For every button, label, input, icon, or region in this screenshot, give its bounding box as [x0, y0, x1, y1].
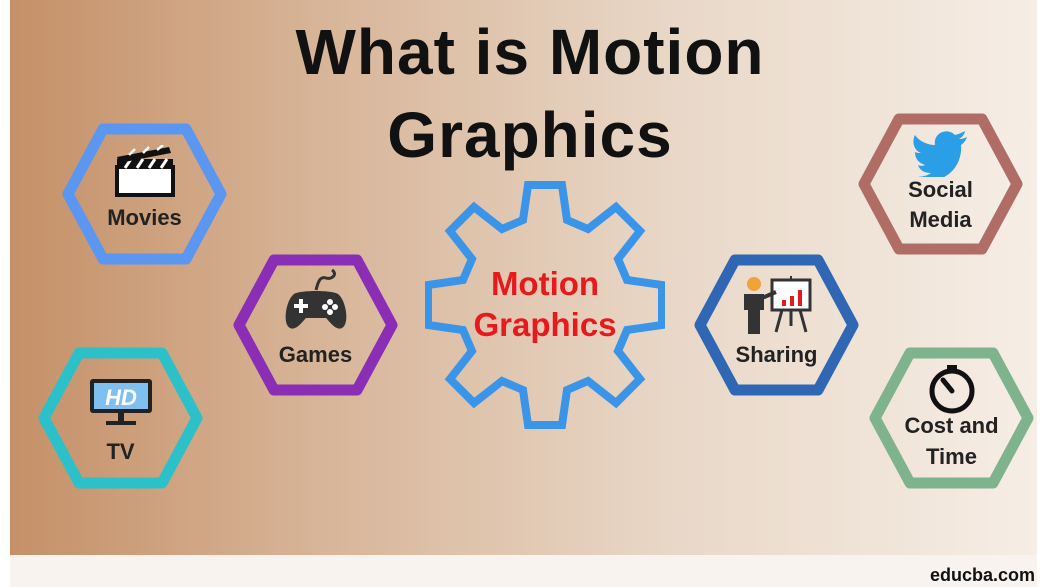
hexagon-outline	[858, 113, 1023, 255]
movies-label: Movies	[107, 205, 182, 230]
center-label-line1: Motion	[490, 265, 600, 302]
center-gear: Motion Graphics	[424, 180, 666, 430]
hexagon-outline	[694, 254, 859, 396]
right-border	[1037, 0, 1045, 587]
social-media-label-line2: Media	[909, 207, 972, 232]
cost-and-time-node: Cost and Time	[869, 347, 1034, 489]
social-media-label-line1: Social	[908, 177, 973, 202]
left-border	[0, 0, 10, 587]
hexagon-outline	[869, 347, 1034, 489]
gear-icon	[424, 181, 666, 429]
hexagon-outline	[62, 123, 227, 265]
twitter-bird-icon	[858, 131, 1023, 182]
center-label-line2: Graphics	[473, 306, 617, 343]
hd-text: HD	[105, 385, 137, 410]
page-title-line1: What is Motion	[295, 16, 765, 88]
page-title-line2: Graphics	[387, 99, 673, 171]
tv-node: HD TV	[38, 347, 203, 489]
sharing-node: Sharing	[694, 254, 859, 396]
games-label: Games	[278, 342, 353, 367]
cost-and-time-label-line1: Cost and	[904, 413, 999, 438]
games-node: Games	[233, 254, 398, 396]
sharing-label: Sharing	[735, 342, 818, 367]
movies-node: Movies	[62, 123, 227, 265]
social-media-node: Social Media	[858, 113, 1023, 255]
gamepad-icon	[233, 268, 398, 337]
clapperboard-icon	[62, 144, 227, 202]
hd-tv-icon: HD	[38, 377, 203, 432]
tv-label: TV	[106, 439, 135, 464]
hexagon-outline	[38, 347, 203, 489]
hexagon-outline	[233, 254, 398, 396]
cost-and-time-label-line2: Time	[926, 444, 977, 469]
watermark: educba.com	[929, 565, 1035, 585]
stopwatch-icon	[869, 365, 1034, 420]
presentation-icon	[694, 274, 859, 341]
bottom-strip	[0, 555, 1045, 587]
